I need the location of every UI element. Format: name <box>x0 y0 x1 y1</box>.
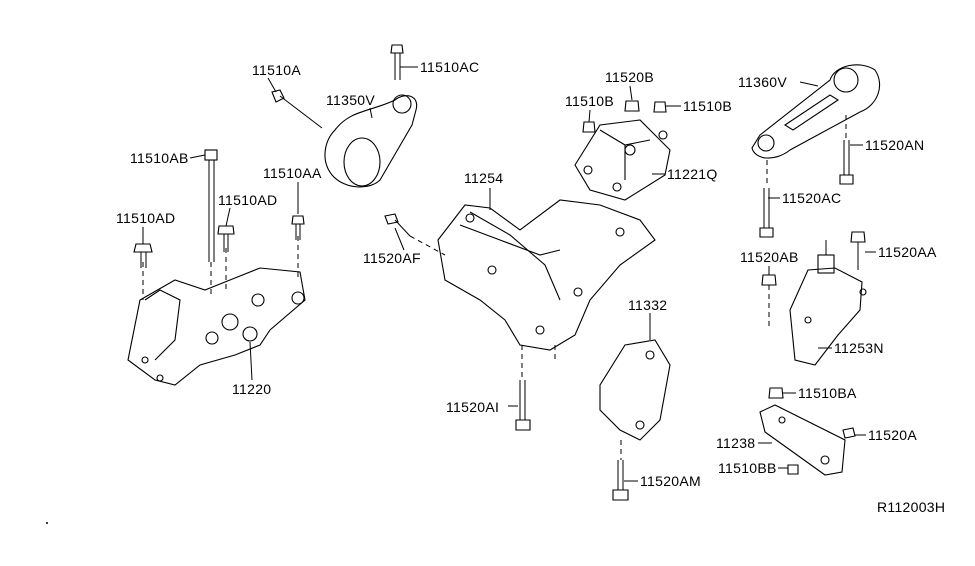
label-11254: 11254 <box>464 170 504 186</box>
bolts-left <box>133 149 305 268</box>
label-11253N: 11253N <box>834 340 884 356</box>
bracket-11332 <box>599 339 671 501</box>
engine-mount-11220 <box>127 236 306 386</box>
label-11510AB: 11510AB <box>130 150 189 166</box>
leader-lines <box>142 66 876 482</box>
label-11520A: 11520A <box>868 427 918 443</box>
label-11520AN: 11520AN <box>865 137 925 153</box>
label-11520AA: 11520AA <box>878 244 937 260</box>
label-11510B-right: 11510B <box>683 98 733 114</box>
label-11520AB: 11520AB <box>740 249 799 265</box>
label-11510BB: 11510BB <box>718 460 777 476</box>
label-11332: 11332 <box>628 297 668 313</box>
label-11350V: 11350V <box>326 92 376 108</box>
label-11520B: 11520B <box>605 69 655 85</box>
label-11510AD-lower: 11510AD <box>116 210 176 226</box>
label-11510BA: 11510BA <box>798 385 857 401</box>
label-11510A: 11510A <box>252 62 302 78</box>
label-11510AA: 11510AA <box>263 165 322 181</box>
bracket-11254 <box>384 199 656 431</box>
label-11510AC: 11510AC <box>420 59 480 75</box>
label-11520AF: 11520AF <box>363 250 421 266</box>
bracket-11238 <box>759 387 856 476</box>
label-11520AC: 11520AC <box>782 190 842 206</box>
label-11360V: 11360V <box>738 74 788 90</box>
mount-11221Q <box>574 100 671 201</box>
label-11520AI: 11520AI <box>446 399 500 415</box>
label-11510AD-upper: 11510AD <box>218 192 278 208</box>
label-11221Q: 11221Q <box>667 166 718 182</box>
label-11238: 11238 <box>716 435 756 451</box>
torque-rod-11350V <box>271 44 418 188</box>
label-11520AM: 11520AM <box>640 473 701 489</box>
torque-rod-11360V <box>751 64 880 238</box>
dot-mark <box>46 522 48 524</box>
label-11510B-left: 11510B <box>565 93 615 109</box>
diagram-code: R112003H <box>877 499 946 515</box>
label-11220: 11220 <box>232 381 272 397</box>
mount-11253N <box>761 231 867 366</box>
